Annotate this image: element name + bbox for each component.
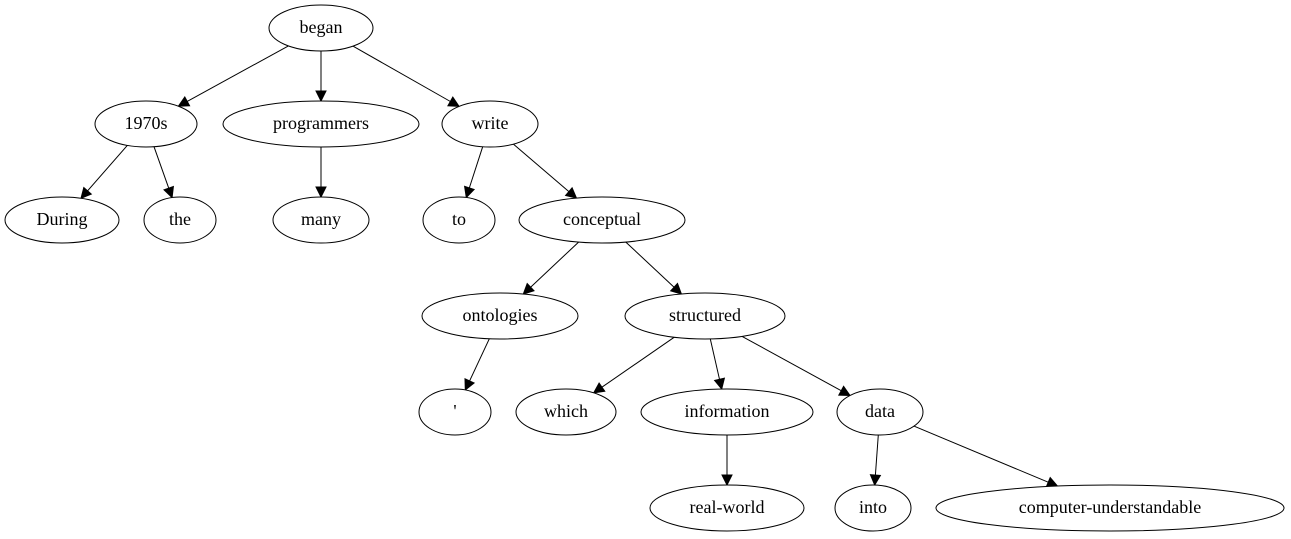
node-computer-understandable: computer-understandable bbox=[935, 484, 1285, 532]
node-ellipse-conceptual bbox=[518, 196, 686, 244]
node-ellipse-data bbox=[836, 388, 924, 436]
node-ellipse-ontologies bbox=[421, 292, 579, 340]
node-ellipse-during bbox=[4, 196, 120, 244]
arrowhead-conceptual-to-ontologies bbox=[522, 282, 535, 295]
node-label-1970s: 1970s bbox=[124, 113, 167, 133]
node-apostrophe: ' bbox=[418, 388, 492, 436]
arrowhead-data-to-into bbox=[869, 474, 882, 487]
node-ellipse-the bbox=[143, 196, 217, 244]
node-label-into: into bbox=[859, 497, 887, 517]
node-label-which: which bbox=[544, 401, 588, 421]
node-label-information: information bbox=[685, 401, 770, 421]
node-ontologies: ontologies bbox=[421, 292, 579, 340]
node-label-real-world: real-world bbox=[690, 497, 765, 517]
edge-began-to-1970s bbox=[186, 45, 289, 102]
node-ellipse-real-world bbox=[649, 484, 805, 532]
node-ellipse-many bbox=[272, 196, 370, 244]
node-label-programmers: programmers bbox=[273, 113, 369, 133]
node-ellipse-began bbox=[268, 4, 374, 52]
arrowhead-programmers-to-many bbox=[315, 186, 327, 199]
node-into: into bbox=[834, 484, 912, 532]
edge-write-to-to bbox=[468, 146, 484, 189]
node-ellipse-into bbox=[834, 484, 912, 532]
arrowhead-structured-to-data bbox=[837, 385, 851, 397]
node-information: information bbox=[640, 388, 814, 436]
node-real-world: real-world bbox=[649, 484, 805, 532]
node-which: which bbox=[515, 388, 617, 436]
edge-began-to-write bbox=[352, 45, 451, 102]
node-ellipse-information bbox=[640, 388, 814, 436]
node-ellipse-1970s bbox=[94, 100, 198, 148]
edge-1970s-to-during bbox=[87, 145, 128, 192]
node-began: began bbox=[268, 4, 374, 52]
arrowhead-data-to-computer-understandable bbox=[1045, 476, 1059, 488]
node-label-apostrophe: ' bbox=[453, 401, 456, 421]
node-the: the bbox=[143, 196, 217, 244]
node-during: During bbox=[4, 196, 120, 244]
node-ellipse-apostrophe bbox=[418, 388, 492, 436]
arrowhead-ontologies-to-apostrophe bbox=[464, 378, 476, 392]
node-label-to: to bbox=[452, 209, 466, 229]
node-label-ontologies: ontologies bbox=[463, 305, 538, 325]
node-ellipse-write bbox=[441, 100, 539, 148]
arrowhead-began-to-programmers bbox=[315, 90, 327, 103]
arrowhead-write-to-conceptual bbox=[564, 186, 578, 199]
arrowhead-structured-to-which bbox=[592, 382, 606, 394]
node-ellipse-computer-understandable bbox=[935, 484, 1285, 532]
node-write: write bbox=[441, 100, 539, 148]
node-label-during: During bbox=[37, 209, 88, 229]
arrowhead-structured-to-information bbox=[713, 377, 726, 391]
node-label-began: began bbox=[300, 17, 343, 37]
node-ellipse-to bbox=[422, 196, 496, 244]
edge-ontologies-to-apostrophe bbox=[469, 338, 490, 382]
node-data: data bbox=[836, 388, 924, 436]
edge-data-to-computer-understandable bbox=[913, 425, 1049, 483]
arrowhead-1970s-to-during bbox=[80, 186, 93, 200]
arrowhead-began-to-write bbox=[447, 96, 461, 107]
node-label-computer-understandable: computer-understandable bbox=[1019, 497, 1202, 517]
node-to: to bbox=[422, 196, 496, 244]
node-many: many bbox=[272, 196, 370, 244]
node-ellipse-programmers bbox=[222, 100, 420, 148]
edge-write-to-conceptual bbox=[513, 143, 570, 192]
edge-data-to-into bbox=[874, 434, 879, 476]
edge-structured-to-data bbox=[741, 335, 842, 392]
node-ellipse-which bbox=[515, 388, 617, 436]
edge-1970s-to-the bbox=[153, 146, 170, 189]
edge-conceptual-to-structured bbox=[625, 241, 675, 288]
node-ellipse-structured bbox=[624, 292, 786, 340]
arrowhead-write-to-to bbox=[463, 185, 476, 199]
node-label-many: many bbox=[301, 209, 341, 229]
edge-structured-to-information bbox=[709, 338, 720, 380]
node-structured: structured bbox=[624, 292, 786, 340]
arrowhead-information-to-real-world bbox=[721, 474, 733, 487]
node-1970s: 1970s bbox=[94, 100, 198, 148]
node-label-data: data bbox=[865, 401, 895, 421]
edge-structured-to-which bbox=[601, 336, 675, 388]
node-label-conceptual: conceptual bbox=[563, 209, 641, 229]
node-conceptual: conceptual bbox=[518, 196, 686, 244]
arrowhead-1970s-to-the bbox=[163, 185, 174, 199]
edge-layer bbox=[80, 45, 1059, 488]
node-label-structured: structured bbox=[669, 305, 741, 325]
node-programmers: programmers bbox=[222, 100, 420, 148]
arrowhead-conceptual-to-structured bbox=[669, 282, 683, 295]
node-label-write: write bbox=[472, 113, 509, 133]
arrowhead-began-to-1970s bbox=[177, 96, 191, 107]
edge-conceptual-to-ontologies bbox=[530, 241, 579, 288]
node-label-the: the bbox=[169, 209, 191, 229]
